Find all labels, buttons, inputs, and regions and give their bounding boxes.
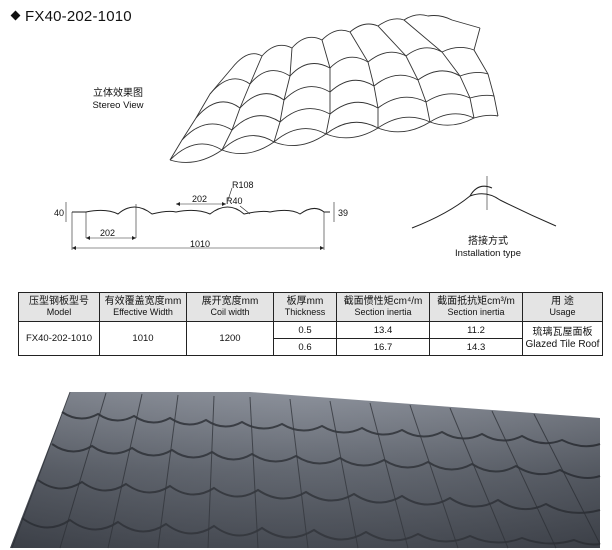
radius-r40-label: R40 xyxy=(226,196,243,206)
cell-effective-width: 1010 xyxy=(99,321,187,356)
table-row: FX40-202-1010 1010 1200 0.5 13.4 11.2 琉璃… xyxy=(18,321,603,356)
dim-202-top-label: 202 xyxy=(192,194,208,204)
table-row: 0.6 16.7 14.3 xyxy=(19,338,603,356)
installation-caption-zh: 搭接方式 xyxy=(468,236,508,247)
cell-model: FX40-202-1010 xyxy=(18,321,100,356)
stereo-view-drawing xyxy=(169,14,499,163)
dim-202-left-label: 202 xyxy=(100,228,116,238)
installation-type-drawing xyxy=(411,176,557,229)
stereo-caption-en: Stereo View xyxy=(92,100,144,111)
installation-caption: 搭接方式 Installation type xyxy=(440,236,536,260)
installation-caption-en: Installation type xyxy=(454,248,521,259)
model-title-text: FX40-202-1010 xyxy=(25,8,132,25)
radius-r108-label: R108 xyxy=(232,180,254,190)
usage-zh: 琉璃瓦屋面板 xyxy=(532,326,593,338)
cell-inertia: 16.7 xyxy=(336,338,430,356)
usage-en: Glazed Tile Roof xyxy=(525,338,600,350)
cell-modulus: 14.3 xyxy=(429,338,523,356)
stereo-caption-zh: 立体效果图 xyxy=(93,88,143,99)
roof-panel-body xyxy=(10,391,601,549)
cell-thickness: 0.6 xyxy=(273,338,337,356)
cell-coil-width: 1200 xyxy=(186,321,274,356)
height-39-label: 39 xyxy=(338,208,349,218)
model-title: FX40-202-1010 xyxy=(10,8,132,25)
stereo-view-caption: 立体效果图 Stereo View xyxy=(78,88,158,112)
profile-section-drawing xyxy=(65,187,335,250)
cell-usage: 琉璃瓦屋面板 Glazed Tile Roof xyxy=(522,321,603,356)
dim-1010-label: 1010 xyxy=(190,239,211,249)
height-40-label: 40 xyxy=(54,208,65,218)
